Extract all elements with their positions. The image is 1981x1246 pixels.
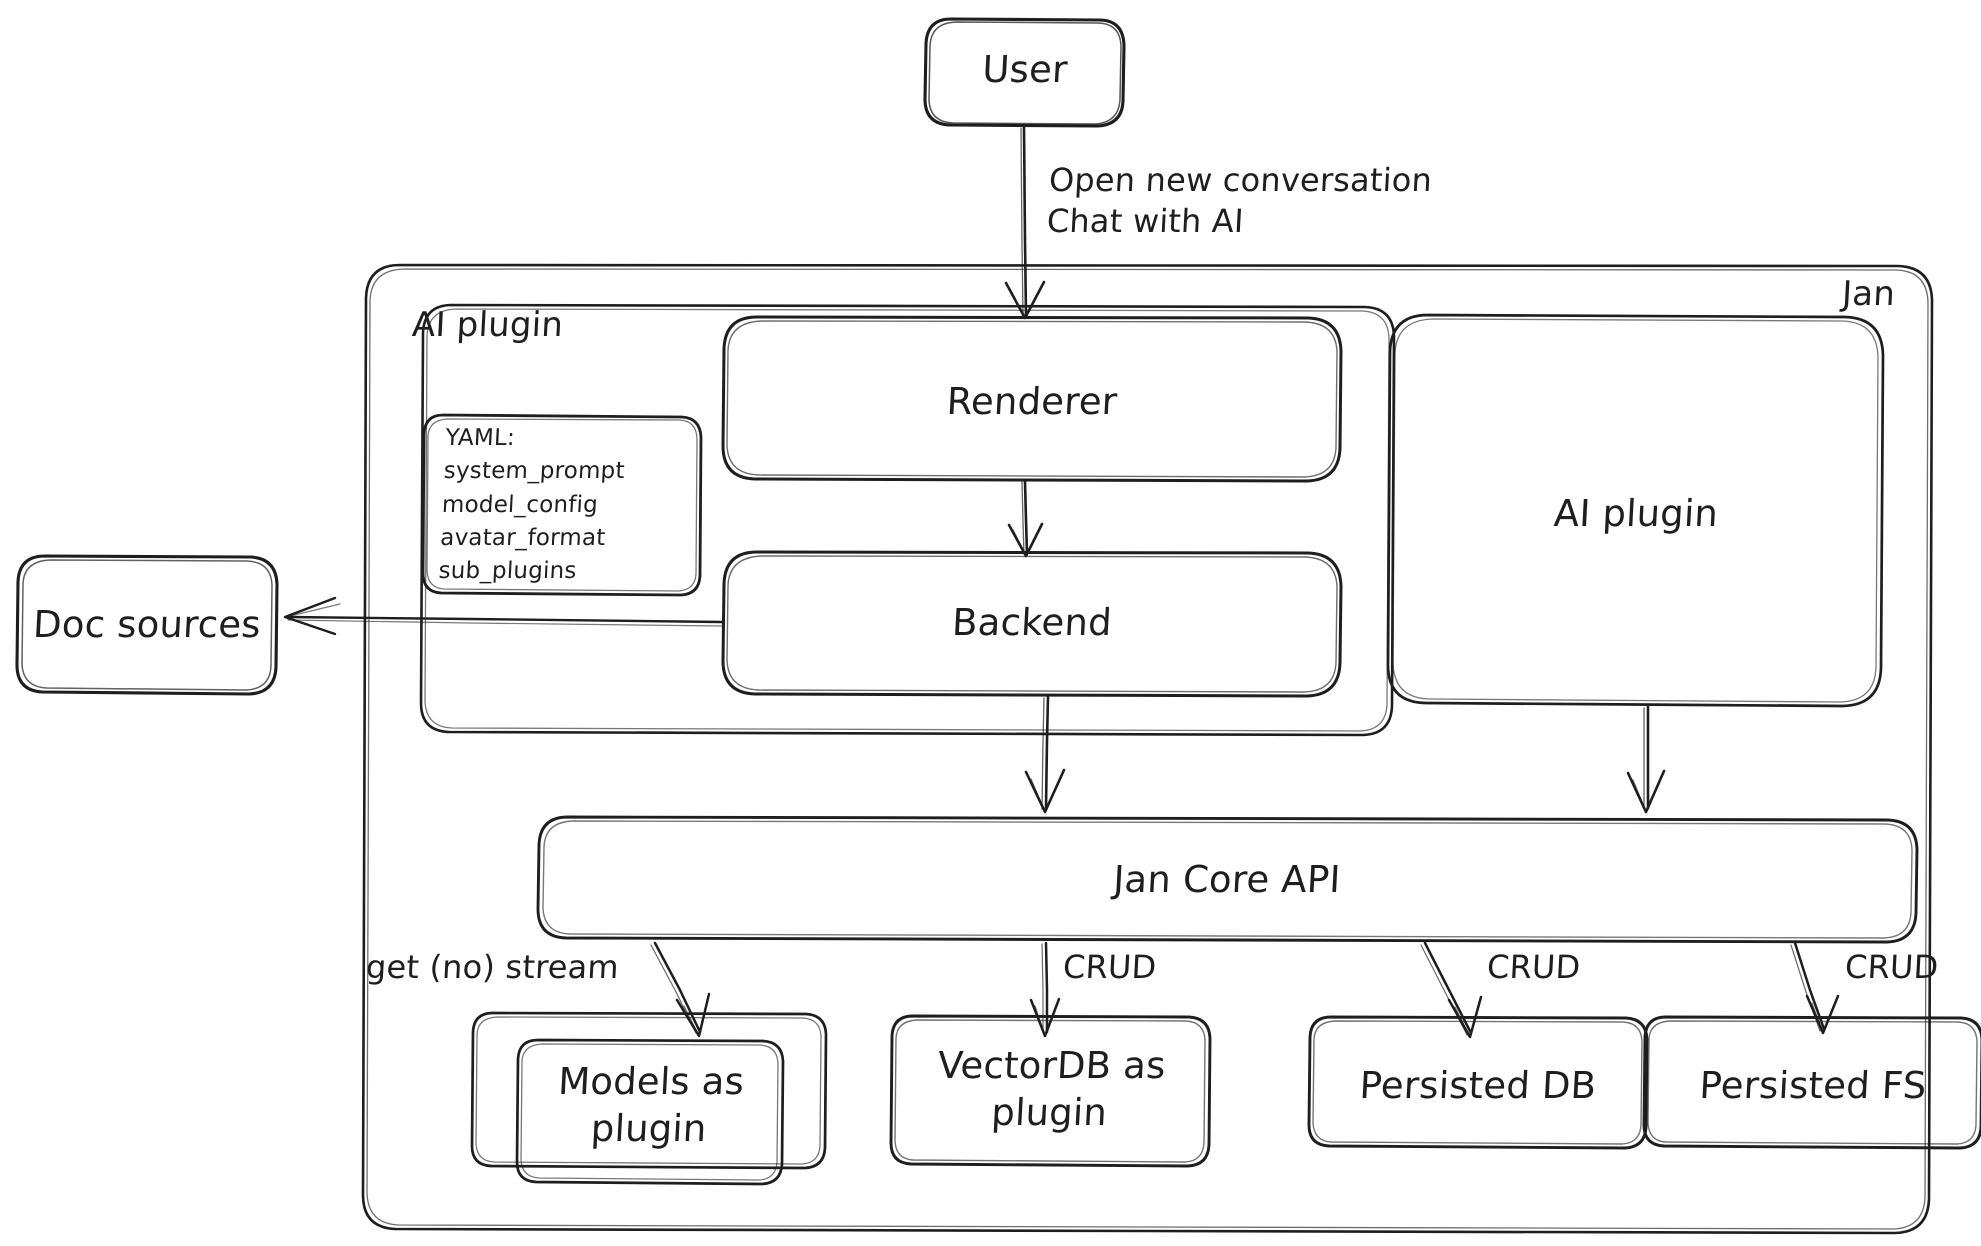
yaml-header: YAML: xyxy=(444,425,516,451)
yaml-key-model-config: model_config xyxy=(441,491,599,518)
yaml-key-avatar-format: avatar_format xyxy=(439,525,607,552)
arrow-renderer-to-backend xyxy=(1007,479,1044,558)
arrow-backend-to-core-api xyxy=(1024,695,1066,814)
persisted-db-node[interactable] xyxy=(1309,1017,1647,1148)
arrow-ai-plugin-to-core-api xyxy=(1626,705,1666,814)
arrow-backend-to-doc-sources xyxy=(283,596,724,636)
yaml-key-sub-plugins: sub_plugins xyxy=(437,558,578,585)
jan-core-api-node[interactable] xyxy=(538,817,1916,941)
user-node[interactable] xyxy=(926,19,1124,126)
edge-label-core-to-models: get (no) stream xyxy=(365,948,620,986)
backend-node[interactable] xyxy=(723,552,1341,695)
ai-plugin-container-label: AI plugin xyxy=(410,305,565,345)
edge-label-core-to-persisted-db: CRUD xyxy=(1486,948,1582,986)
jan-container-label: Jan xyxy=(1840,274,1897,314)
models-plugin-node[interactable] xyxy=(472,1013,826,1184)
renderer-node[interactable] xyxy=(723,317,1341,480)
yaml-key-system-prompt: system_prompt xyxy=(443,458,626,485)
edge-label-core-to-persisted-fs: CRUD xyxy=(1844,948,1940,986)
persisted-fs-node[interactable] xyxy=(1644,1017,1981,1148)
ai-plugin-box-node[interactable] xyxy=(1390,315,1882,705)
yaml-note: YAML: system_prompt model_config avatar_for… xyxy=(438,422,697,589)
vectordb-plugin-node[interactable] xyxy=(891,1016,1210,1166)
edge-label-core-to-vectordb: CRUD xyxy=(1062,948,1158,986)
doc-sources-node[interactable] xyxy=(17,556,277,694)
arrow-user-to-renderer xyxy=(1004,125,1046,320)
